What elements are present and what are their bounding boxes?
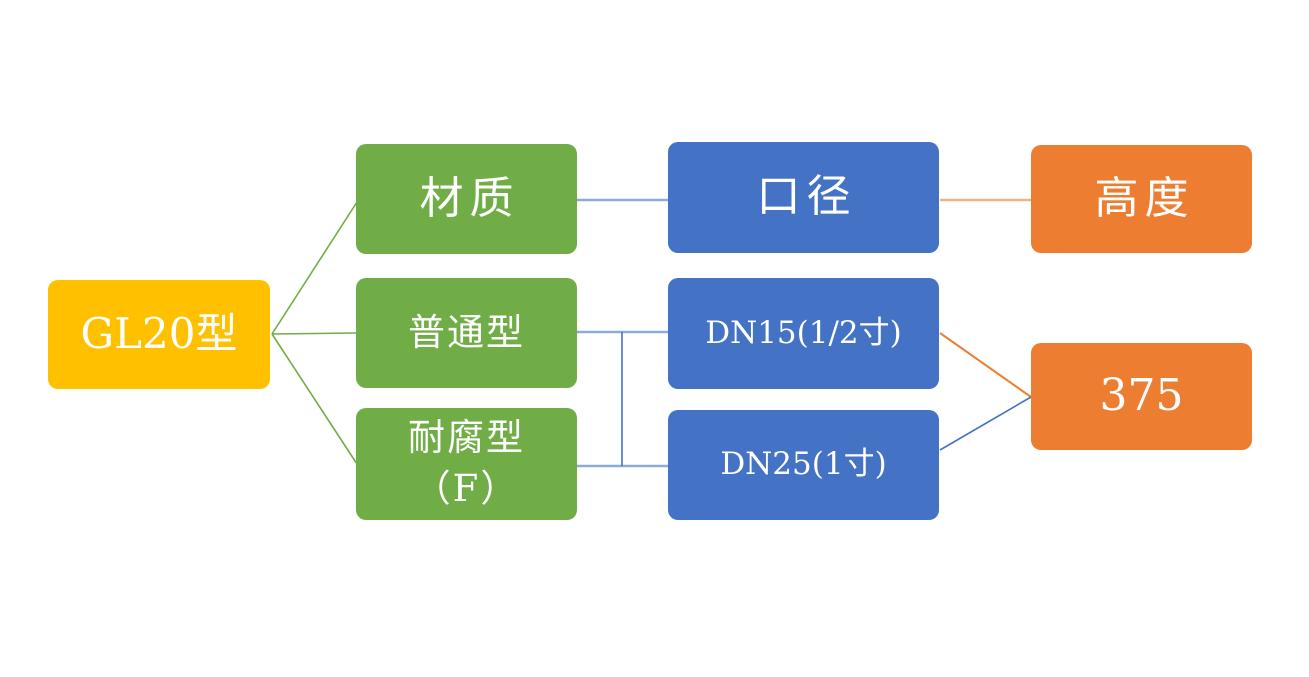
node-material-label: 材质	[419, 172, 520, 224]
node-standard-type[interactable]: 普通型	[356, 278, 577, 388]
node-dn25[interactable]: DN25(1寸)	[668, 410, 939, 520]
edge-root-putong	[271, 332, 358, 335]
node-gl20-root[interactable]: GL20型	[48, 280, 270, 389]
node-dn15-label: DN15(1/2寸)	[705, 314, 902, 351]
node-gl20-label: GL20型	[80, 309, 238, 359]
node-dn25-label: DN25(1寸)	[720, 446, 887, 483]
node-corrosion-label-line2: （F）	[413, 467, 520, 510]
node-diameter-label: 口径	[756, 171, 857, 223]
node-corrosion-resistant-type[interactable]: 耐腐型 （F）	[356, 408, 577, 520]
node-height-label: 高度	[1094, 172, 1195, 224]
node-height-value-375[interactable]: 375	[1031, 343, 1252, 450]
node-material[interactable]: 材质	[356, 144, 577, 254]
edge-root-caizhi	[271, 201, 358, 335]
node-375-label: 375	[1099, 370, 1184, 422]
node-standard-type-label: 普通型	[408, 310, 525, 354]
edge-dn25-375	[939, 396, 1032, 451]
node-dn15[interactable]: DN15(1/2寸)	[668, 278, 939, 389]
node-corrosion-label-line1: 耐腐型	[408, 416, 525, 460]
edge-dn15-375	[939, 332, 1032, 398]
edge-root-naifu	[271, 333, 358, 465]
node-height[interactable]: 高度	[1031, 145, 1252, 253]
node-diameter[interactable]: 口径	[668, 142, 939, 253]
